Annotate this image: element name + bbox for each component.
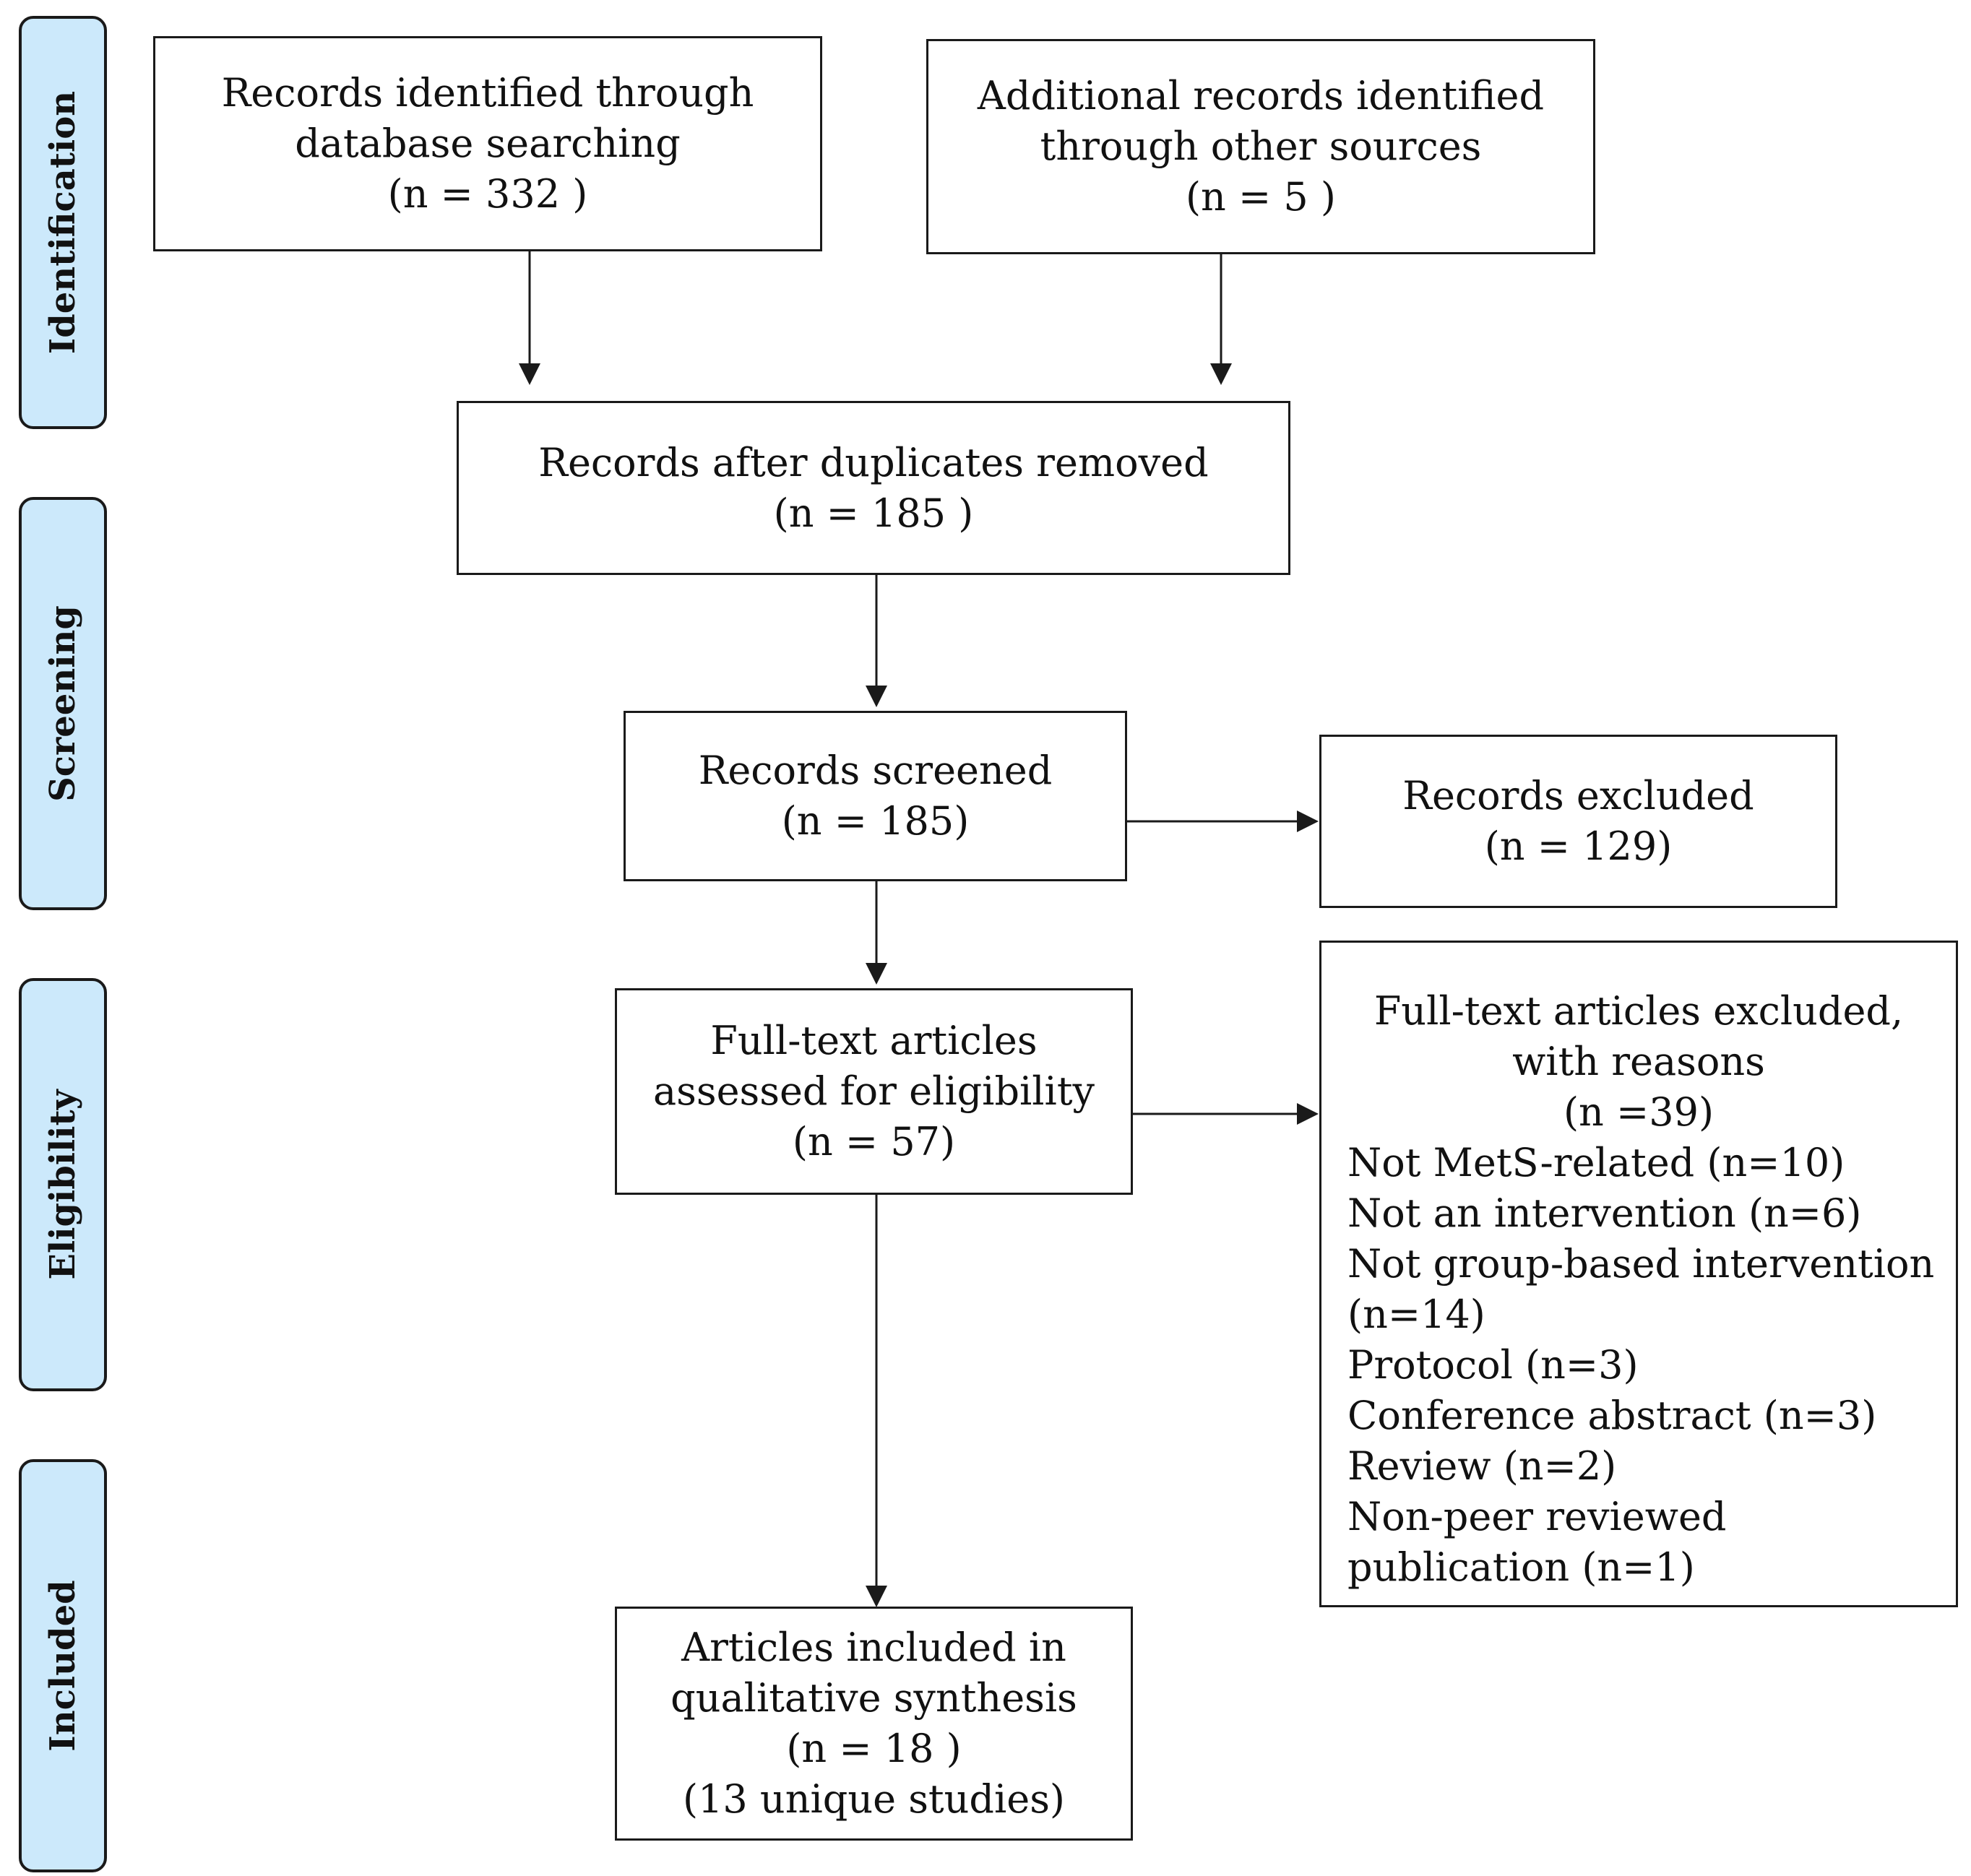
exclusion-reason: publication (n=1): [1347, 1544, 1695, 1590]
box-database-count: (n = 332 ): [387, 171, 588, 217]
box-fulltext-excluded: Full-text articles excluded, with reason…: [1319, 941, 1958, 1607]
box-fulltext-line-1: Full-text articles: [710, 1018, 1038, 1063]
exclusion-reason: Non-peer reviewed: [1347, 1494, 1727, 1539]
box-fulltext-count: (n = 57): [792, 1119, 956, 1164]
stage-included: Included: [19, 1459, 107, 1872]
box-fulltext-excluded-line-2: with reasons: [1512, 1039, 1765, 1084]
box-included-unique: (13 unique studies): [682, 1776, 1065, 1822]
box-excluded-count: (n = 129): [1484, 824, 1673, 869]
exclusion-reason: Not an intervention (n=6): [1347, 1190, 1862, 1236]
box-fulltext-line-2: assessed for eligibility: [652, 1068, 1095, 1114]
exclusion-reason: Protocol (n=3): [1347, 1342, 1639, 1388]
exclusion-reason: Conference abstract (n=3): [1347, 1393, 1877, 1438]
box-excluded-line-1: Records excluded: [1402, 773, 1754, 818]
box-included-line-2: qualitative synthesis: [670, 1675, 1077, 1721]
box-other-count: (n = 5 ): [1185, 174, 1336, 220]
box-fulltext-excluded-line-1: Full-text articles excluded,: [1373, 988, 1904, 1034]
box-records-excluded: Records excluded (n = 129): [1319, 735, 1837, 908]
box-records-screened: Records screened (n = 185): [624, 711, 1127, 881]
box-included: Articles included in qualitative synthes…: [615, 1607, 1133, 1841]
exclusion-reason: (n=14): [1347, 1292, 1485, 1337]
box-included-count: (n = 18 ): [786, 1726, 962, 1771]
box-screened-line-1: Records screened: [698, 748, 1053, 793]
box-database-line-1: Records identified through: [221, 70, 754, 116]
box-other-line-2: through other sources: [1040, 124, 1482, 169]
exclusion-reason: Review (n=2): [1347, 1443, 1617, 1489]
box-duplicates-removed: Records after duplicates removed (n = 18…: [457, 401, 1290, 575]
box-database-line-2: database searching: [295, 121, 681, 166]
box-other-line-1: Additional records identified: [977, 73, 1545, 118]
box-fulltext-excluded-count: (n =39): [1563, 1089, 1715, 1135]
exclusion-reason: Not MetS-related (n=10): [1347, 1140, 1845, 1185]
box-included-line-1: Articles included in: [681, 1625, 1066, 1670]
box-screened-count: (n = 185): [781, 798, 970, 844]
stage-identification: Identification: [19, 16, 107, 429]
box-duplicates-count: (n = 185 ): [773, 490, 974, 536]
box-other-sources: Additional records identified through ot…: [926, 39, 1595, 254]
box-duplicates-line-1: Records after duplicates removed: [538, 439, 1209, 485]
stage-screening: Screening: [19, 497, 107, 910]
box-fulltext-assessed: Full-text articles assessed for eligibil…: [615, 988, 1133, 1195]
exclusion-reason: Not group-based intervention: [1347, 1241, 1935, 1287]
box-database-records: Records identified through database sear…: [153, 36, 822, 251]
stage-eligibility: Eligibility: [19, 978, 107, 1391]
